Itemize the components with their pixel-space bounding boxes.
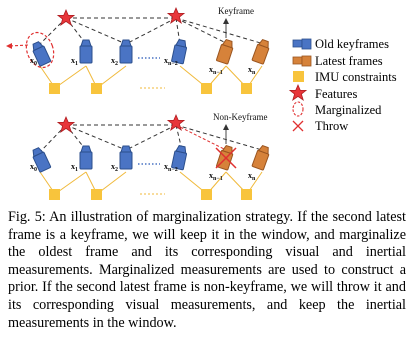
marginalization-diagram: Keyframe x0 x1 x2 xn−2 xn−1 xn (6, 6, 397, 200)
svg-text:x2: x2 (111, 56, 118, 67)
legend-label-imu: IMU constraints (315, 70, 397, 84)
top-frame-labels: x0 x1 x2 xn−2 xn−1 xn (30, 56, 256, 76)
figure-caption: Fig. 5: An illustration of marginalizati… (8, 209, 406, 332)
svg-text:xn: xn (248, 171, 256, 182)
thrown-feature-link (175, 124, 227, 151)
non-keyframe-pointer-head (223, 124, 229, 130)
svg-text:xn−2: xn−2 (164, 162, 178, 173)
imu-square-icon (293, 71, 304, 82)
legend-label-marginalized: Marginalized (315, 103, 382, 117)
keyframe-pointer-head (223, 18, 229, 24)
marginalize-arrow (9, 44, 29, 47)
legend-label-throw: Throw (315, 119, 348, 133)
dashed-ellipse-icon (292, 101, 304, 117)
svg-text:x1: x1 (71, 162, 78, 173)
bottom-frame-labels: x0 x1 x2 xn−2 xn−1 xn (30, 162, 256, 182)
top-imu-links (39, 65, 263, 89)
caption-label: Fig. 5: (8, 209, 46, 225)
svg-text:xn−1: xn−1 (209, 65, 223, 76)
top-feature-star-1 (57, 9, 75, 26)
svg-text:x0: x0 (30, 162, 37, 173)
top-row: Keyframe x0 x1 x2 xn−2 xn−1 xn (6, 6, 272, 94)
svg-text:x2: x2 (111, 162, 118, 173)
marginalize-arrowhead (6, 43, 12, 49)
svg-text:xn−1: xn−1 (209, 171, 223, 182)
bottom-row: Non-Keyframe x0 x1 x2 xn−2 xn−1 xn (29, 112, 272, 200)
keyframe-annotation: Keyframe (218, 6, 254, 16)
bottom-imu-links (39, 171, 263, 195)
svg-text:xn: xn (248, 65, 256, 76)
svg-text:xn−2: xn−2 (164, 56, 178, 67)
bottom-imu-squares (49, 189, 252, 200)
top-imu-squares (49, 83, 252, 94)
latest-frame-camera-icon (292, 55, 312, 67)
svg-text:x0: x0 (30, 56, 37, 67)
caption-text: An illustration of marginalization strat… (8, 209, 406, 331)
legend: Old keyframes Latest frames IMU constrai… (289, 37, 397, 133)
svg-text:x1: x1 (71, 56, 78, 67)
marginalized-ellipse (25, 31, 55, 69)
old-keyframe-camera-icon (292, 38, 312, 50)
legend-label-features: Features (315, 87, 357, 101)
bottom-feature-star-1 (57, 116, 75, 133)
non-keyframe-annotation: Non-Keyframe (213, 112, 267, 122)
legend-label-old-keyframes: Old keyframes (315, 37, 389, 51)
throw-cross-icon (215, 147, 237, 169)
feature-star-icon (289, 84, 307, 101)
cross-icon (292, 120, 304, 132)
top-cameras (29, 38, 272, 67)
legend-label-latest-frames: Latest frames (315, 54, 383, 68)
